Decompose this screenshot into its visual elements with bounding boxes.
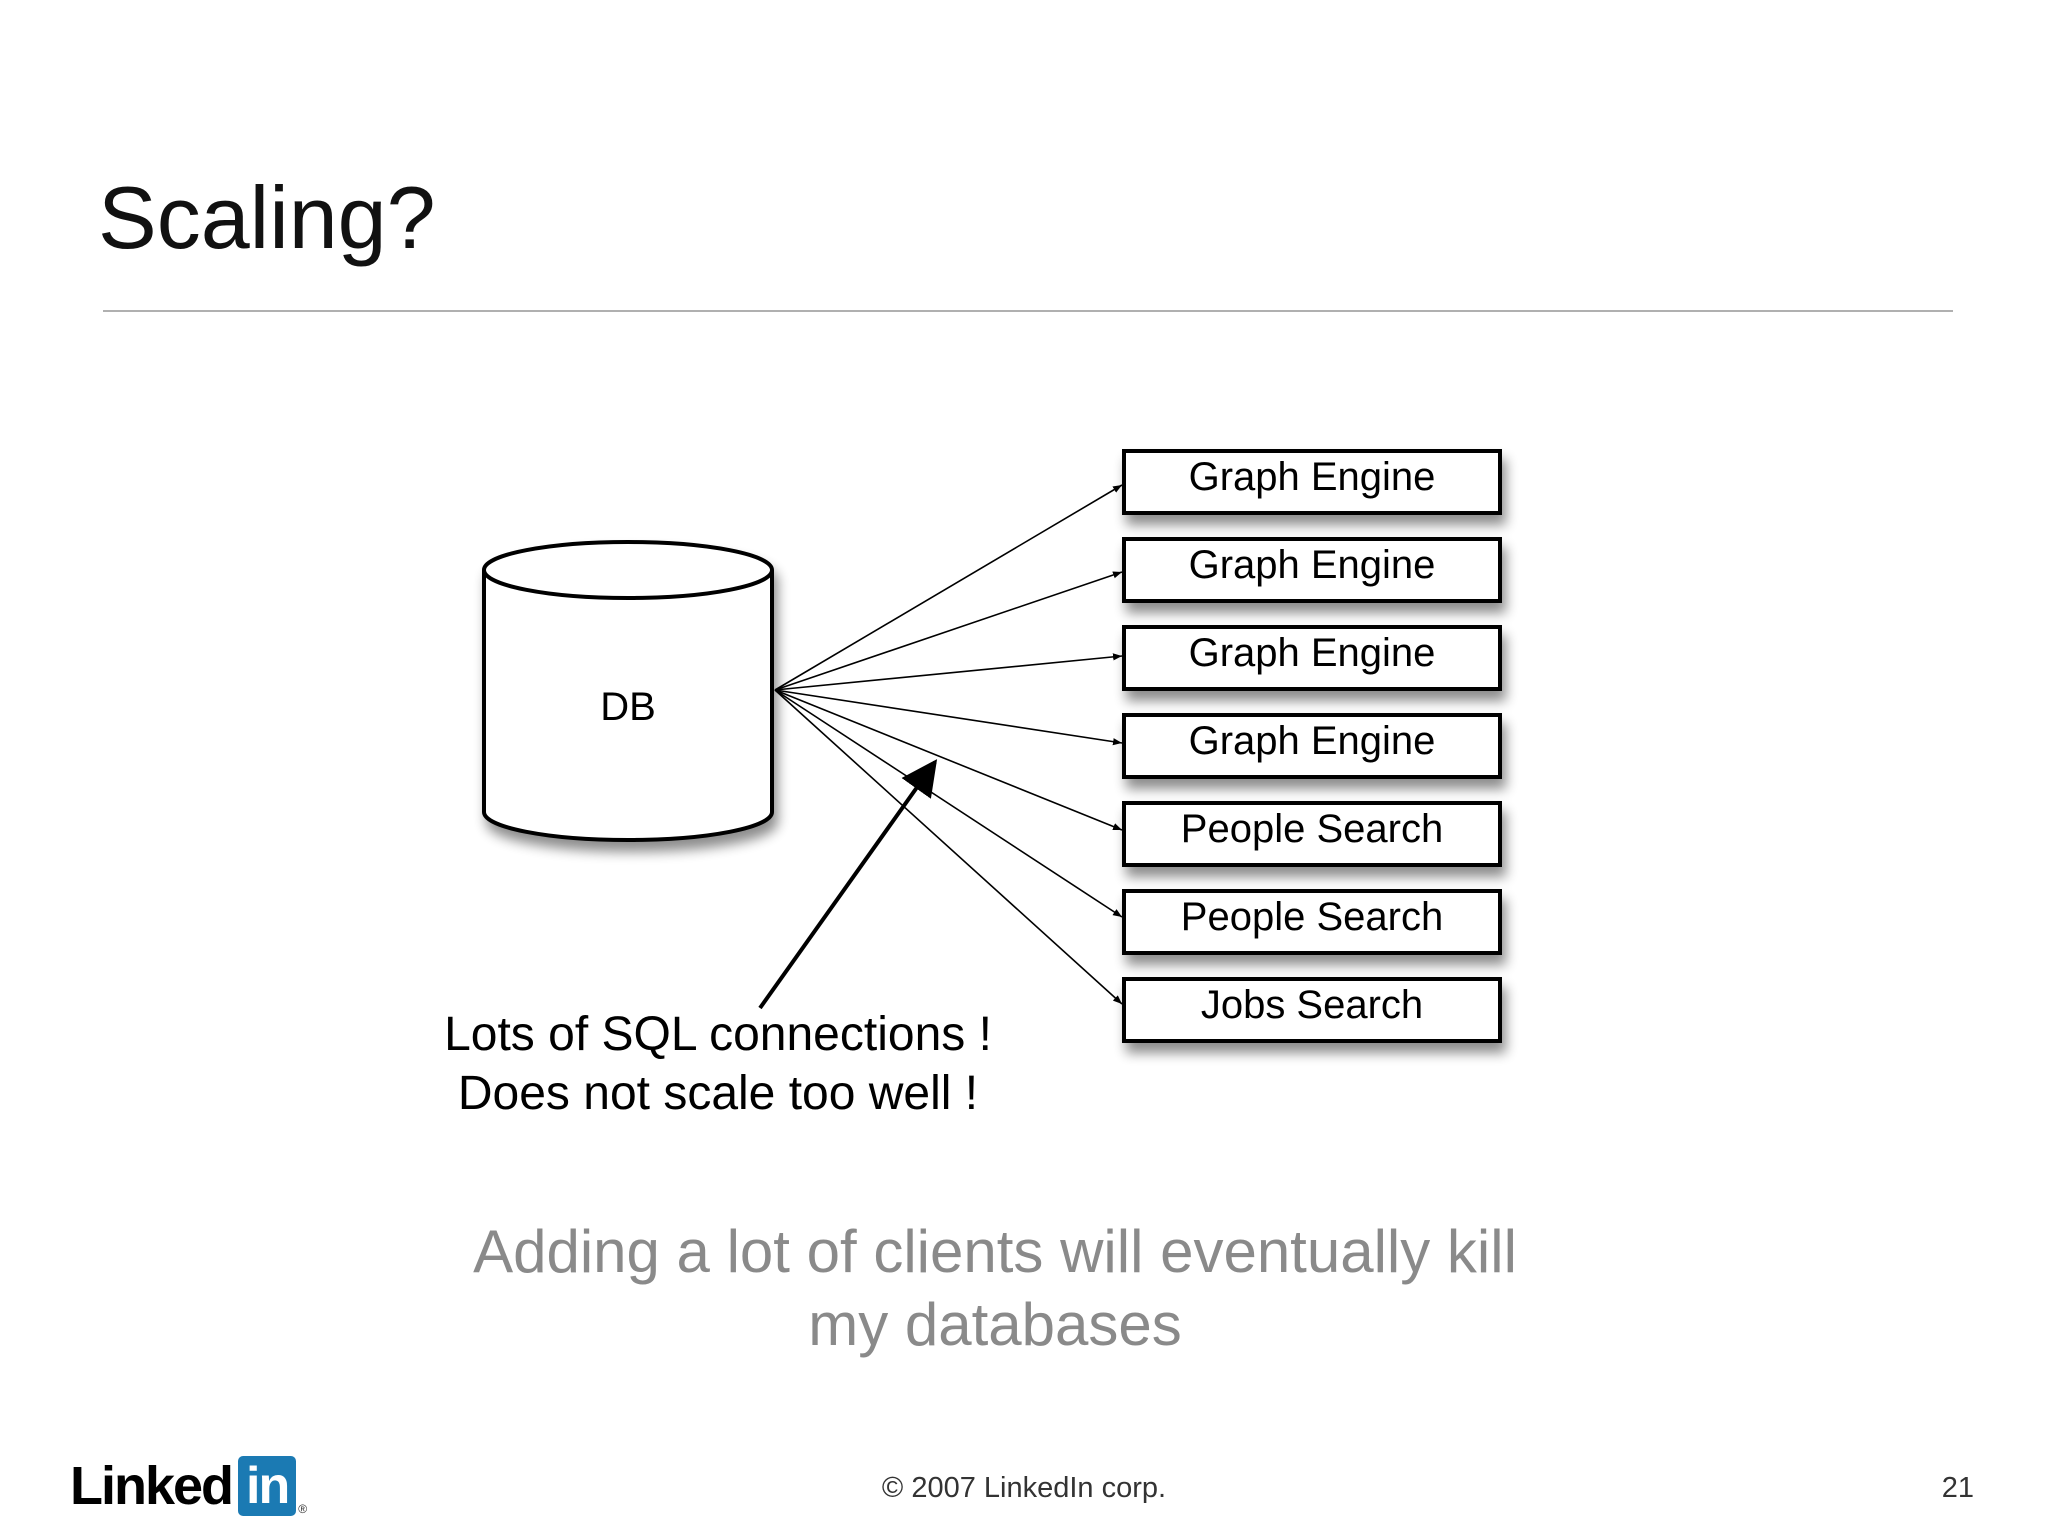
service-labels: Graph Engine Graph Engine Graph Engine G… (1181, 455, 1443, 1027)
footer-copyright: © 2007 LinkedIn corp. (881, 1472, 1167, 1504)
connection-line (774, 653, 1123, 691)
page-number: 21 (1941, 1472, 1974, 1504)
service-box (1122, 625, 1502, 691)
logo-registered-mark: ® (298, 1502, 308, 1516)
title-divider (103, 310, 1953, 312)
linkedin-logo: Linked in ® (70, 1456, 307, 1516)
logo-wordmark: Linked (70, 1456, 234, 1516)
service-label: Graph Engine (1189, 631, 1436, 675)
service-boxes (1122, 449, 1502, 1043)
service-box (1122, 889, 1502, 955)
connection-line (774, 689, 1123, 746)
logo-in-box: in (238, 1456, 297, 1516)
annotation-text: Lots of SQL connections ! Does not scale… (444, 1008, 992, 1120)
service-label: People Search (1181, 895, 1443, 939)
service-box (1122, 801, 1502, 867)
conclusion-text: Adding a lot of clients will eventually … (400, 1215, 1590, 1361)
service-label: People Search (1181, 807, 1443, 851)
db-label: DB (600, 685, 656, 729)
conclusion-line-1: Adding a lot of clients will eventually … (473, 1218, 1517, 1285)
service-label: Graph Engine (1189, 455, 1436, 499)
connection-line (774, 689, 1123, 1005)
service-label: Graph Engine (1189, 719, 1436, 763)
connection-line (774, 689, 1123, 918)
annotation-line-2: Does not scale too well ! (458, 1067, 978, 1120)
connection-line (774, 689, 1123, 831)
connection-line (774, 484, 1123, 691)
connection-line (774, 571, 1123, 691)
slide-title: Scaling? (98, 168, 436, 267)
database-cylinder (482, 540, 774, 842)
conclusion-line-2: my databases (808, 1291, 1182, 1358)
annotation-line-1: Lots of SQL connections ! (444, 1008, 992, 1061)
service-box (1122, 537, 1502, 603)
annotation-arrow (758, 759, 938, 1010)
service-box (1122, 977, 1502, 1043)
service-label: Jobs Search (1201, 983, 1423, 1027)
service-label: Graph Engine (1189, 543, 1436, 587)
service-box (1122, 713, 1502, 779)
connection-lines (774, 484, 1123, 1005)
service-box (1122, 449, 1502, 515)
